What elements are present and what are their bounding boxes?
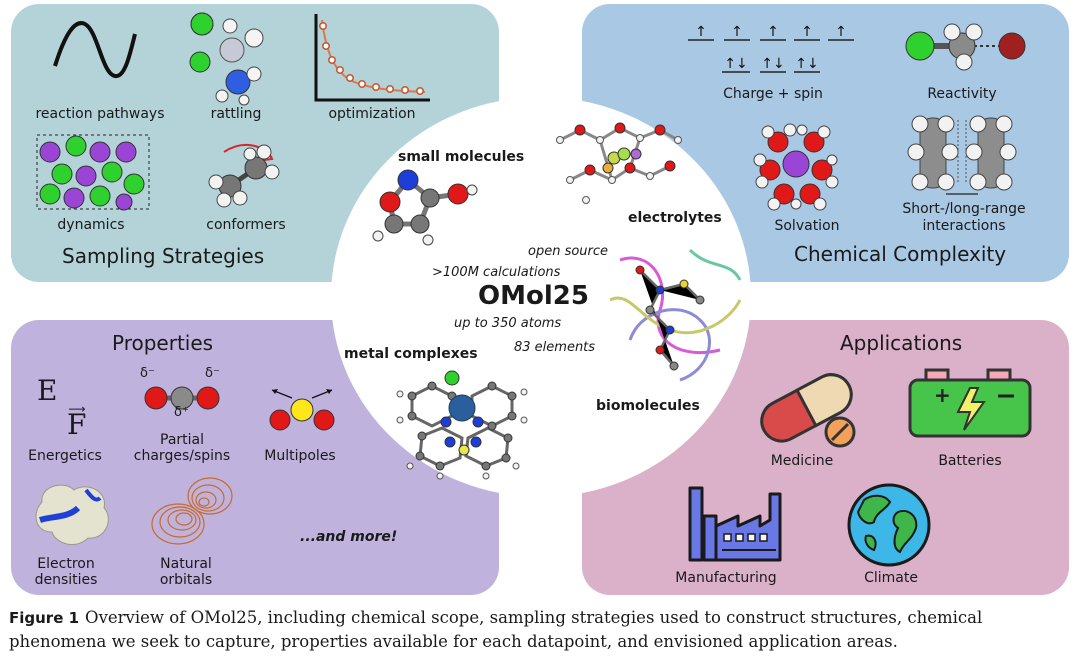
- energy-symbol: E: [37, 374, 58, 407]
- natural-orbitals-icon: [151, 477, 233, 545]
- calculations-stat: >100M calculations: [432, 265, 561, 280]
- force-vector-arrow: ⟶: [68, 402, 86, 416]
- electrolyte-model: [556, 122, 682, 204]
- small-molecules-label: small molecules: [398, 149, 525, 165]
- partial-charges-label-2: charges/spins: [133, 448, 231, 464]
- svg-text:↑↓: ↑↓: [724, 56, 747, 72]
- properties-title: Properties: [112, 331, 214, 355]
- small-molecule-model: [372, 169, 478, 246]
- reactivity-icon: [905, 23, 1026, 71]
- batteries-label: Batteries: [938, 453, 1002, 469]
- electrolytes-label: electrolytes: [628, 210, 722, 226]
- and-more-label: ...and more!: [300, 529, 398, 545]
- biomolecule-model: [609, 248, 742, 382]
- applications-title: Applications: [840, 331, 963, 355]
- solvation-icon: [753, 123, 839, 211]
- electron-densities-label-1: Electron: [37, 556, 95, 572]
- sampling-strategies-title: Sampling Strategies: [62, 244, 265, 268]
- rattling-icon: [189, 12, 264, 106]
- energetics-label: Energetics: [28, 448, 102, 464]
- optimization-label: optimization: [328, 106, 416, 122]
- chemical-complexity-title: Chemical Complexity: [794, 242, 1007, 266]
- factory-icon: [688, 486, 782, 562]
- delta-plus: δ⁺: [174, 405, 189, 420]
- range-interactions-label-1: Short-/long-range: [902, 201, 1026, 217]
- charge-spin-label: Charge + spin: [723, 86, 823, 102]
- medicine-icon: [760, 373, 856, 448]
- reaction-pathways-label: reaction pathways: [35, 106, 165, 122]
- svg-text:+: +: [934, 383, 951, 407]
- svg-text:↑: ↑: [731, 24, 743, 40]
- svg-text:↑: ↑: [835, 24, 847, 40]
- partial-charges-icon: [144, 386, 220, 410]
- battery-icon: +: [908, 368, 1032, 438]
- metal-complex-model: [396, 370, 528, 480]
- metal-complexes-label: metal complexes: [344, 346, 478, 362]
- range-interactions-label-2: interactions: [922, 218, 1006, 234]
- delta-minus-left: δ⁻: [140, 366, 155, 381]
- dynamics-icon: [36, 134, 150, 211]
- solvation-label: Solvation: [774, 218, 840, 234]
- electron-densities-label-2: densities: [34, 572, 98, 588]
- svg-text:↑↓: ↑↓: [795, 56, 818, 72]
- open-source-stat: open source: [528, 244, 609, 259]
- biomolecules-label: biomolecules: [596, 398, 700, 414]
- partial-charges-label-1: Partial: [160, 432, 204, 448]
- multipoles-label: Multipoles: [264, 448, 336, 464]
- atoms-stat: up to 350 atoms: [454, 316, 562, 331]
- natural-orbitals-label-2: orbitals: [159, 572, 213, 588]
- optimization-plot-icon: [314, 14, 430, 102]
- force-symbol: F: [67, 408, 87, 441]
- svg-text:↑: ↑: [801, 24, 813, 40]
- sine-wave-icon: [53, 21, 137, 78]
- omol25-title: OMol25: [478, 281, 589, 311]
- natural-orbitals-label-1: Natural: [160, 556, 212, 572]
- svg-text:↑: ↑: [767, 24, 779, 40]
- delta-minus-right: δ⁻: [205, 366, 220, 381]
- rattling-label: rattling: [210, 106, 262, 122]
- conformers-label: conformers: [206, 217, 286, 233]
- medicine-label: Medicine: [770, 453, 834, 469]
- svg-text:↑↓: ↑↓: [761, 56, 784, 72]
- climate-label: Climate: [864, 570, 918, 586]
- center-circle: [331, 97, 751, 497]
- manufacturing-label: Manufacturing: [675, 570, 777, 586]
- conformers-icon: [208, 143, 280, 208]
- interactions-icon: [907, 115, 1017, 195]
- earth-icon: [847, 483, 931, 567]
- charge-spin-diagram: ↑ ↑ ↑ ↑ ↑ ↑↓ ↑↓ ↑↓: [688, 24, 854, 73]
- caption-text: Overview of OMol25, including chemical s…: [9, 608, 983, 651]
- multipoles-icon: [269, 389, 335, 431]
- electron-density-icon: [35, 484, 109, 546]
- svg-text:↑: ↑: [695, 24, 707, 40]
- figure-label: Figure 1: [9, 609, 80, 627]
- dynamics-label: dynamics: [57, 217, 125, 233]
- elements-stat: 83 elements: [514, 340, 596, 355]
- reactivity-label: Reactivity: [927, 86, 997, 102]
